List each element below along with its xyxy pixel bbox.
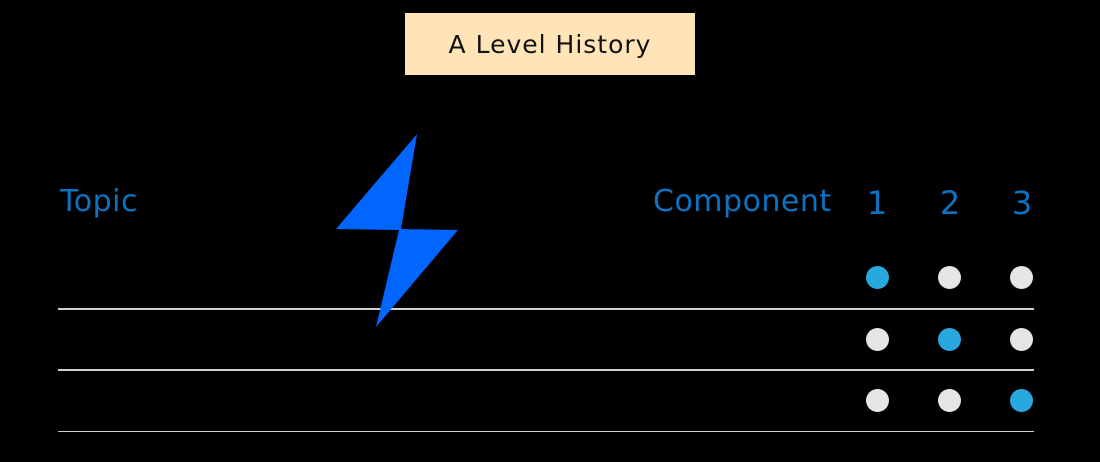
page-title: A Level History — [448, 29, 652, 59]
component-dot-active — [938, 328, 961, 351]
component-3-header: 3 — [1011, 184, 1033, 222]
component-dot-inactive — [866, 328, 889, 351]
component-dot-active — [866, 266, 889, 289]
component-dot-inactive — [1010, 266, 1033, 289]
component-1-header: 1 — [866, 184, 888, 222]
topic-column-header: Topic — [60, 184, 138, 219]
component-dot-inactive — [938, 389, 961, 412]
lightning-bolt-icon — [336, 134, 458, 327]
component-dot-active — [1010, 389, 1033, 412]
component-dot-inactive — [1010, 328, 1033, 351]
row-divider — [58, 431, 1034, 432]
row-divider — [58, 308, 1034, 310]
component-dot-inactive — [866, 389, 889, 412]
row-divider — [58, 369, 1034, 371]
component-column-header: Component — [653, 184, 832, 219]
component-2-header: 2 — [939, 184, 961, 222]
component-dot-inactive — [938, 266, 961, 289]
title-badge: A Level History — [405, 13, 695, 75]
